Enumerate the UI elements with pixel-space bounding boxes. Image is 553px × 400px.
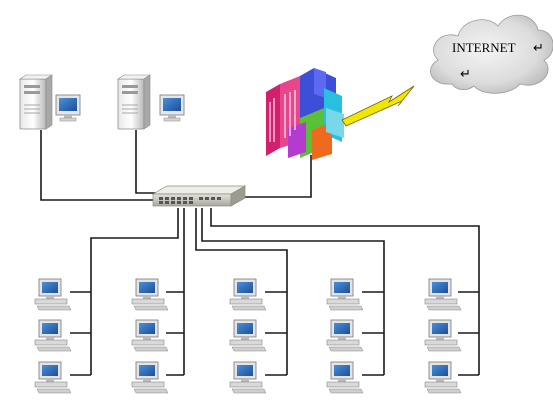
workstation-icon <box>131 361 169 394</box>
server2-cable <box>135 130 160 194</box>
workstation-icon <box>326 361 364 394</box>
workstation-icon <box>326 319 364 352</box>
workstation-icon <box>131 278 169 311</box>
network-cables <box>40 130 480 376</box>
monitor-icon <box>55 94 81 122</box>
stubs-col2 <box>166 291 184 376</box>
workstation-icon <box>131 319 169 352</box>
stubs-col1 <box>70 291 91 376</box>
router-icon <box>266 68 344 160</box>
stubs-col5 <box>458 291 479 376</box>
workstation-icon <box>34 361 72 394</box>
lightning-icon <box>341 85 415 127</box>
cloud-icon: INTERNET ↵ ↵ <box>430 14 553 94</box>
workstation-icon <box>229 319 267 352</box>
workstation-icon <box>424 319 462 352</box>
workstation-icon <box>424 278 462 311</box>
stubs-col3 <box>265 291 287 376</box>
stubs-col4 <box>362 291 384 376</box>
feeder-col5 <box>210 208 480 375</box>
switch-icon <box>151 185 247 207</box>
internet-label: INTERNET <box>452 40 516 55</box>
feeder-col4 <box>201 208 385 375</box>
uplink-cable <box>240 155 312 198</box>
server-1 <box>19 74 81 130</box>
workstation-icon <box>229 361 267 394</box>
feeder-col1 <box>90 208 179 375</box>
monitor-icon <box>159 94 185 122</box>
internet-return-mark: ↵ <box>533 40 544 55</box>
workstation-icon <box>326 278 364 311</box>
workstation-icon <box>34 278 72 311</box>
feeder-col3 <box>195 208 288 375</box>
server-icon <box>19 74 53 130</box>
server-2 <box>117 74 185 130</box>
server1-cable <box>40 130 157 201</box>
server-icon <box>117 74 151 130</box>
workstation-icon <box>424 361 462 394</box>
workstation-icon <box>34 319 72 352</box>
internet-return-mark-2: ↵ <box>460 66 471 81</box>
workstations <box>34 278 462 394</box>
workstation-icon <box>229 278 267 311</box>
